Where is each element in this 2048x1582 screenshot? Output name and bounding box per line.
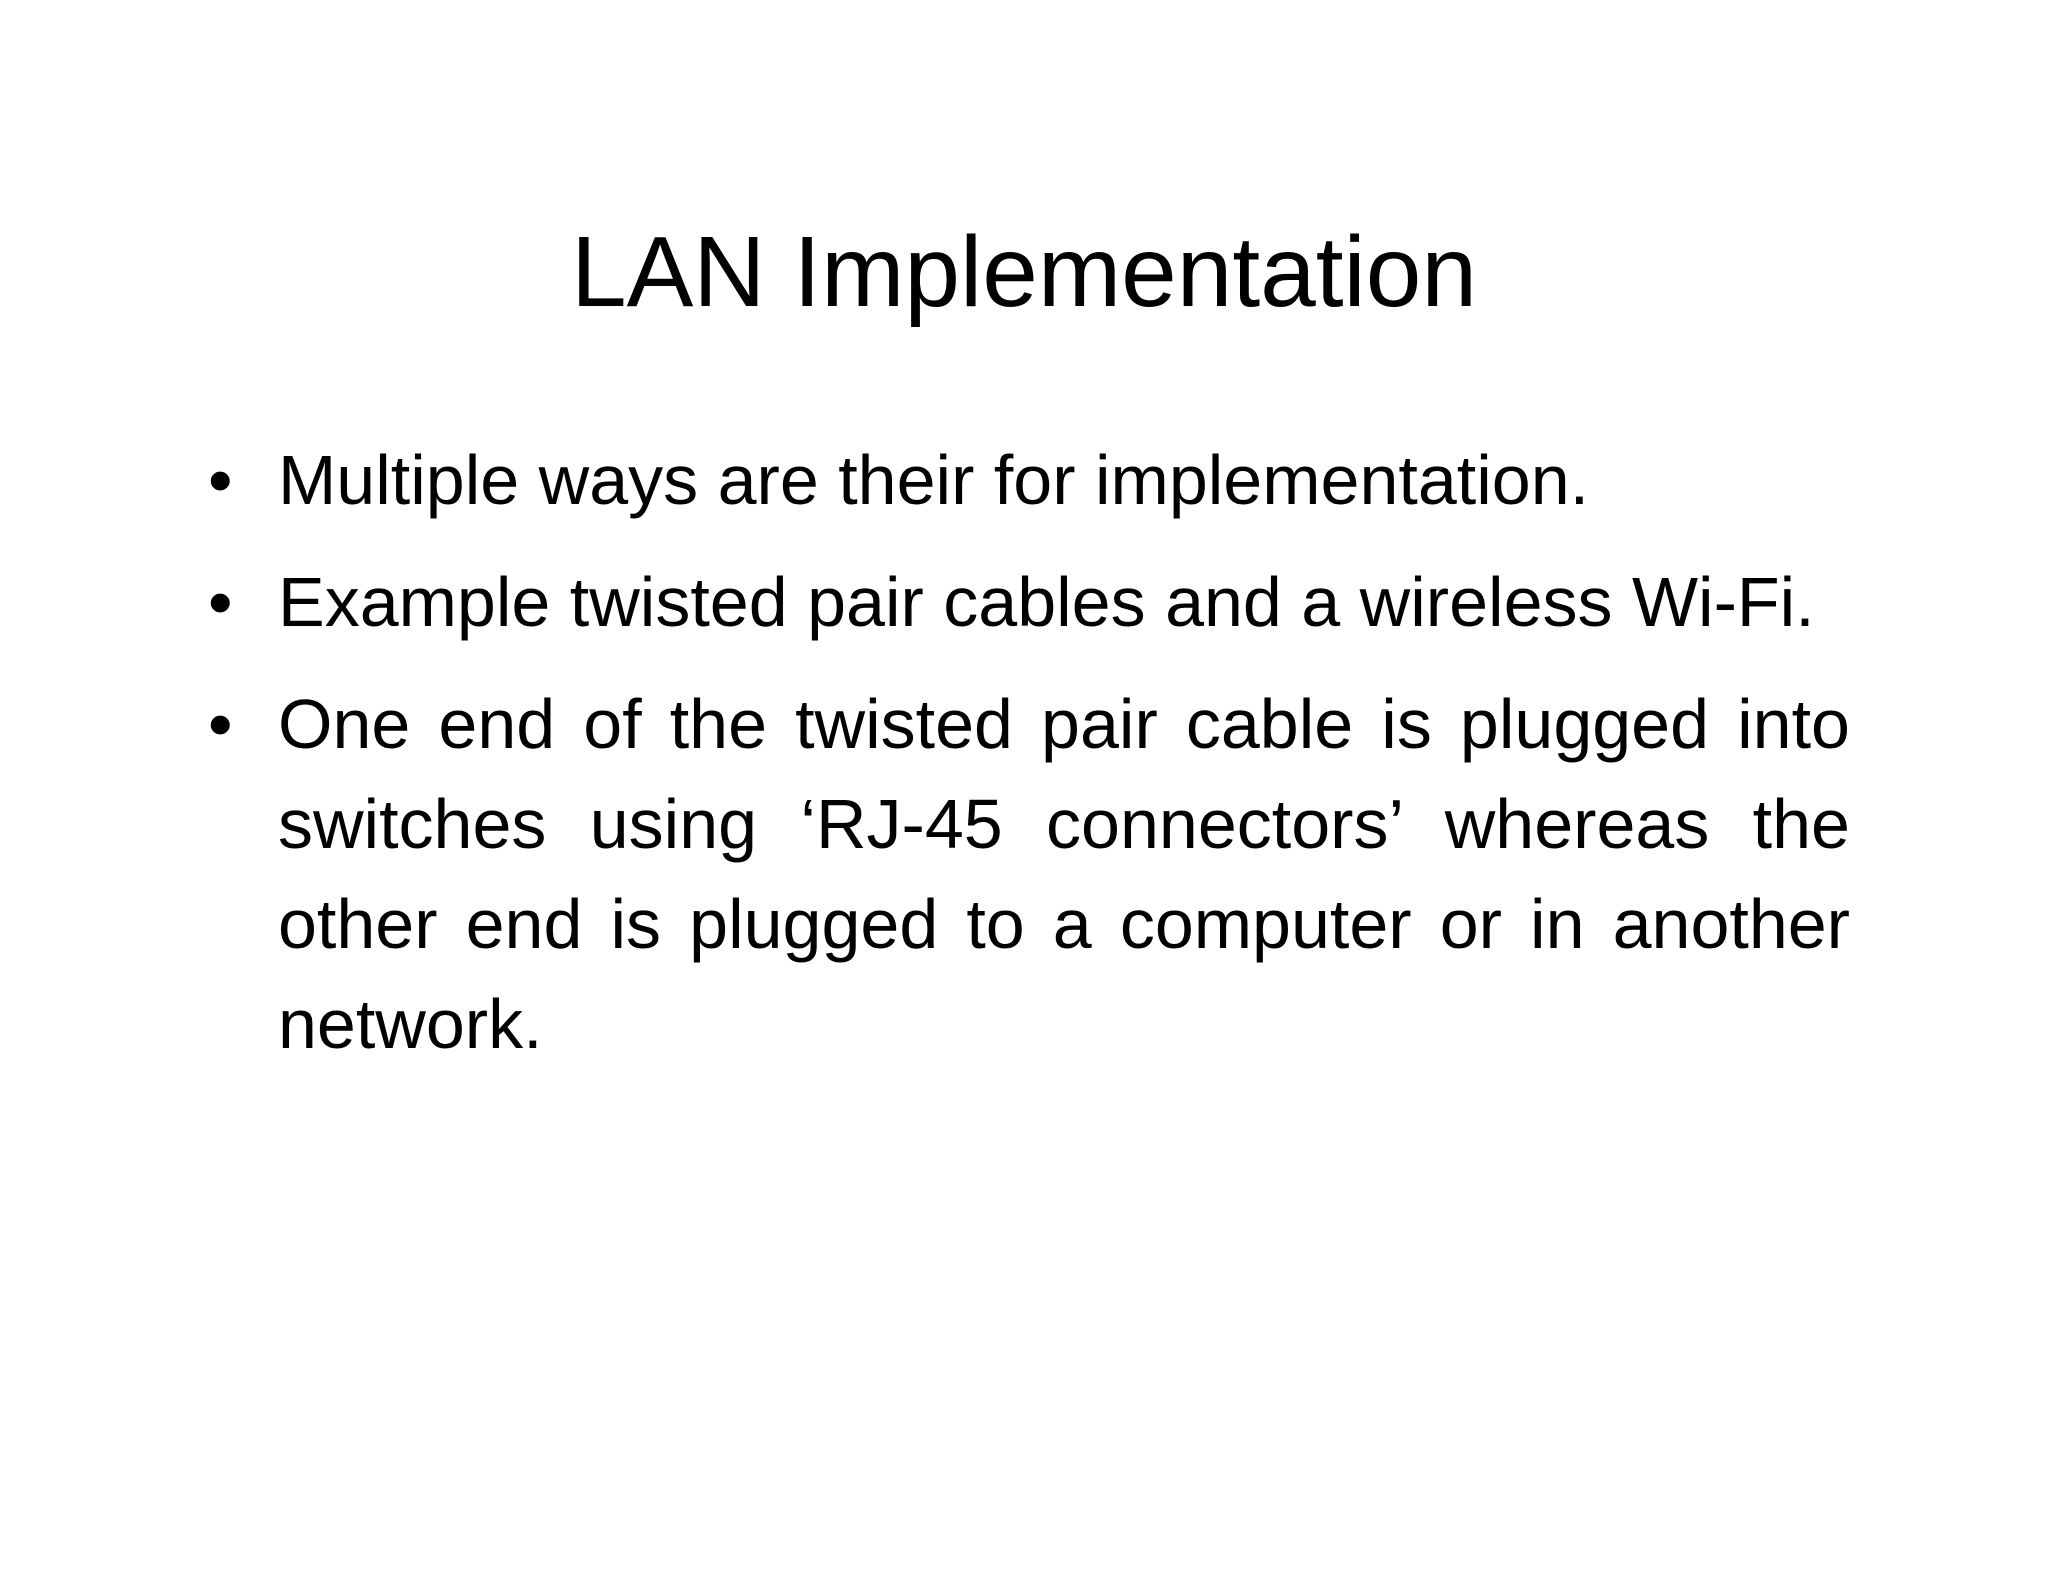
bullet-item: • Multiple ways are their for implementa… — [200, 430, 1850, 530]
bullet-text: Multiple ways are their for implementati… — [278, 441, 1590, 519]
bullet-icon: • — [208, 563, 233, 641]
slide-title: LAN Implementation — [570, 216, 1477, 328]
bullet-icon: • — [208, 441, 233, 519]
bullet-text: One end of the twisted pair cable is plu… — [278, 685, 1850, 1063]
bullet-item: • Example twisted pair cables and a wire… — [200, 552, 1850, 652]
bullet-icon: • — [208, 685, 233, 763]
bullet-list: • Multiple ways are their for implementa… — [200, 430, 1850, 1096]
bullet-text: Example twisted pair cables and a wirele… — [278, 563, 1815, 641]
bullet-item: • One end of the twisted pair cable is p… — [200, 674, 1850, 1074]
